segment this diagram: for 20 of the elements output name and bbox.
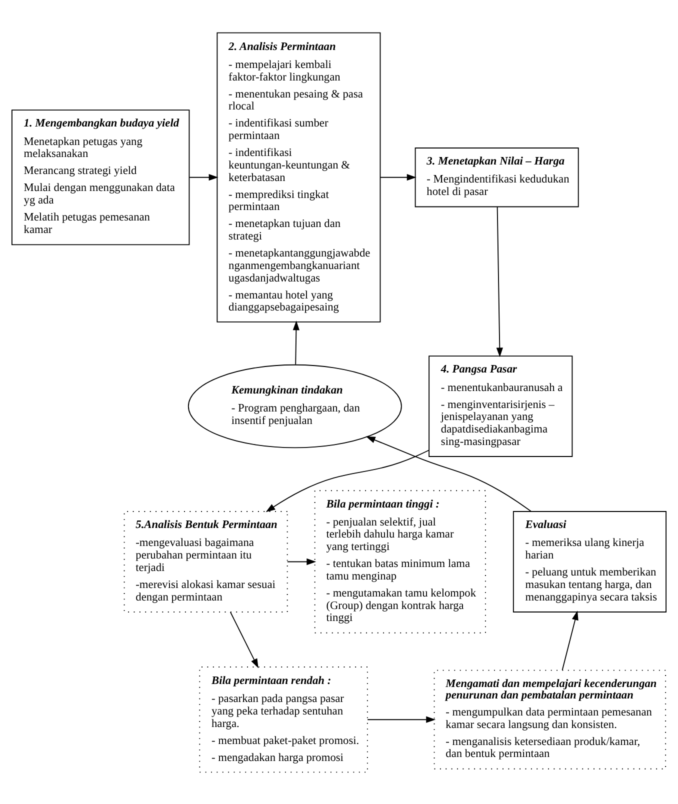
node-box: 1. Mengembangkan budaya yield Menetapkan petugas yang melaksanakan Merancang strategi yield Mulai dengan menggunakan data yg ada Melatih petugas pemesanan kamar [11,109,190,245]
arrow [496,206,503,357]
arrow [286,558,316,565]
node-box: 2. Analisis Permintaan - mempelajari kembali faktor-faktor lingkungan - menentukan pesaing & pasa rlocal - indentifikasi sumber permintaan - indentifikasi keuntungan-keuntungan & keterbatasan - memprediksi tingkat permintaan - menetapkan tujuan dan strategi - menetapkantanggungjawabde nganmengembangkanuariant ugasdanjadwaltugas - memantau hotel yang dianggapsebagaipesaing [216,32,381,322]
arrow [266,449,430,512]
arrow [292,320,300,364]
arrow [230,611,258,668]
arrow [380,174,416,180]
arrow [367,716,436,722]
arrow [366,436,532,512]
node-box: Mengamati dan mempelajari kecenderungan penurunan dan pembatalan permintaan - mengumpulkan data permintaan pemesanan kamar secara langsung dan konsisten. - menganalisis ketersediaan produk/kamar, dan bentuk permintaan [434,669,666,769]
node-ellipse: Kemungkinan tindakan - Program penghargaan, dan insentif penjualan [188,364,402,448]
arrow [189,174,218,180]
node-box: Bila permintaan tinggi : - penjualan selektif, jual terlebih dahulu harga kamar yang tertinggi - tentukan batas minimum lama tamu menginap - mengutamakan tamu kelompok (Group) dengan kontrak harga tinggi [314,490,486,633]
arrow [562,610,578,670]
node-box: 4. Pangsa Pasar - menentukanbauranusah a - menginventarisirjenis – jenispelayanan yang dapatdisediakanbagima sing-masingpasar [428,355,573,457]
node-box: Evaluasi - memeriksa ulang kinerja harian - peluang untuk memberikan masukan tentang harga, dan menanggapinya secara taksis [512,510,667,612]
node-box: 3. Menetapkan Nilai – Harga - Mengindentifikasi kedudukan hotel di pasar [414,147,579,207]
node-box: Bila permintaan rendah : - pasarkan pada pangsa pasar yang peka terhadap sentuhan harga. - membuat paket-paket promosi. - mengadakan harga promosi [199,666,368,772]
node-box: 5.Analisis Bentuk Permintaan -mengevaluasi bagaimana perubahan permintaan itu terjadi -merevisi alokasi kamar sesuai dengan permintaan [124,510,288,612]
